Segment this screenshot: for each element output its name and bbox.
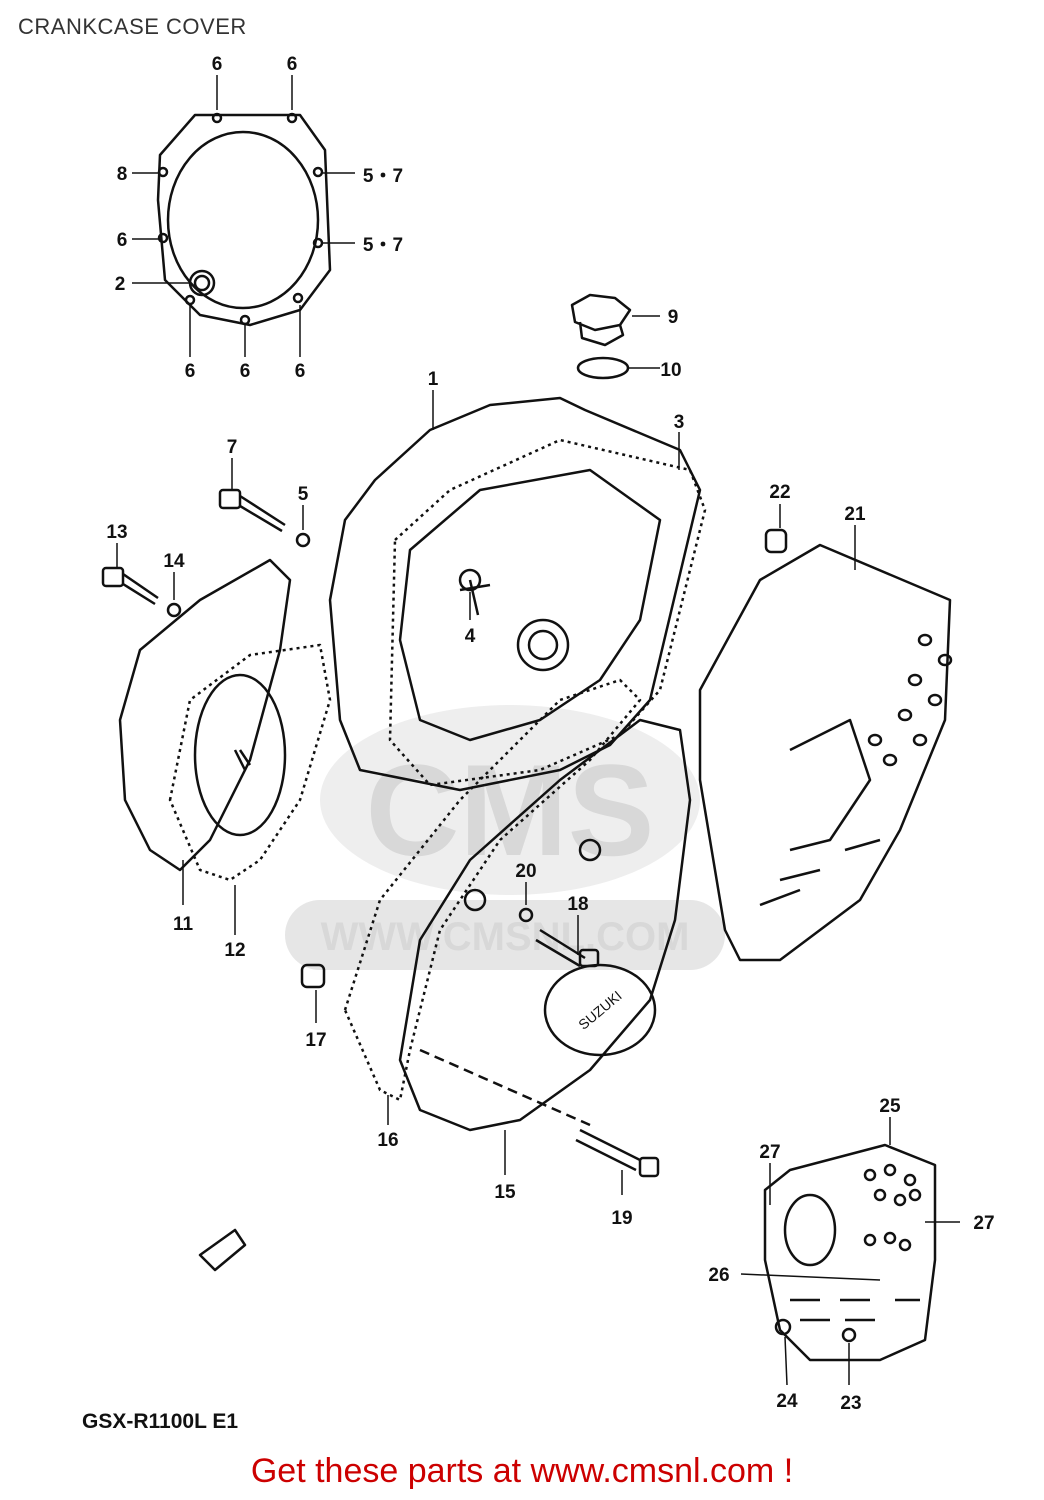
callout-25: 25 (879, 1096, 901, 1117)
callout-6: 6 (185, 361, 196, 382)
callout-7: 7 (227, 437, 238, 458)
part-sprocket-guard (698, 528, 953, 962)
callout-21: 21 (844, 504, 866, 525)
model-code: GSX-R1100L E1 (82, 1410, 238, 1433)
callout-18: 18 (567, 894, 588, 915)
diagram-title: CRANKCASE COVER (18, 14, 247, 39)
callout-24: 24 (776, 1391, 798, 1412)
callout-5-7: 5・7 (363, 166, 403, 187)
callout-5: 5 (298, 484, 309, 505)
bolt-13 (101, 566, 159, 606)
part-starter-cover (118, 558, 292, 872)
callout-23: 23 (840, 1393, 861, 1414)
watermark-logo: CMS (366, 737, 655, 883)
washer-20 (518, 907, 534, 923)
callout-15: 15 (494, 1182, 516, 1203)
part-callouts: 6 6 8 5・7 6 5・7 2 6 6 6 9 10 1 3 7 5 13 … (106, 54, 994, 1414)
callout-3: 3 (674, 412, 685, 433)
callout-9: 9 (668, 307, 679, 328)
callout-6: 6 (212, 54, 223, 75)
bolt-7 (218, 488, 286, 533)
part-clutch-cover (328, 396, 702, 792)
callout-4: 4 (465, 626, 476, 647)
callout-5-7: 5・7 (363, 235, 403, 256)
callout-12: 12 (224, 940, 245, 961)
callout-16: 16 (377, 1130, 398, 1151)
callout-20: 20 (515, 861, 536, 882)
callout-8: 8 (117, 164, 128, 185)
bolt-19 (575, 1128, 660, 1178)
part-clutch-cover-gasket (388, 438, 707, 787)
callout-22: 22 (769, 482, 790, 503)
front-arrow-icon (198, 1228, 247, 1272)
callout-1: 1 (428, 369, 439, 390)
callout-2: 2 (115, 274, 126, 295)
dowel-17 (300, 963, 326, 989)
callout-6: 6 (117, 230, 128, 251)
part-oil-filler-cap (570, 293, 632, 347)
callout-10: 10 (660, 360, 681, 381)
callout-17: 17 (305, 1030, 326, 1051)
callout-11: 11 (173, 914, 194, 935)
callout-27: 27 (759, 1142, 780, 1163)
part-generator-gasket (343, 678, 642, 1102)
callout-6: 6 (240, 361, 251, 382)
callout-6: 6 (287, 54, 298, 75)
screw-24 (774, 1318, 792, 1336)
washer-5 (295, 532, 311, 548)
callout-13: 13 (106, 522, 127, 543)
callout-14: 14 (163, 551, 185, 572)
brand-on-cover: SUZUKI (575, 987, 625, 1032)
callout-26: 26 (708, 1265, 729, 1286)
part-gasket-top (156, 112, 332, 327)
screw-23 (841, 1327, 857, 1343)
callout-27: 27 (973, 1213, 994, 1234)
part-o-ring (576, 356, 630, 380)
watermark-url: WWW.CMSNL.COM (321, 915, 690, 959)
callout-6: 6 (295, 361, 306, 382)
footer-link[interactable]: Get these parts at www.cmsnl.com ! (250, 1452, 794, 1490)
callout-19: 19 (611, 1208, 632, 1229)
washer-14 (166, 602, 182, 618)
part-small-guard (763, 1143, 937, 1362)
